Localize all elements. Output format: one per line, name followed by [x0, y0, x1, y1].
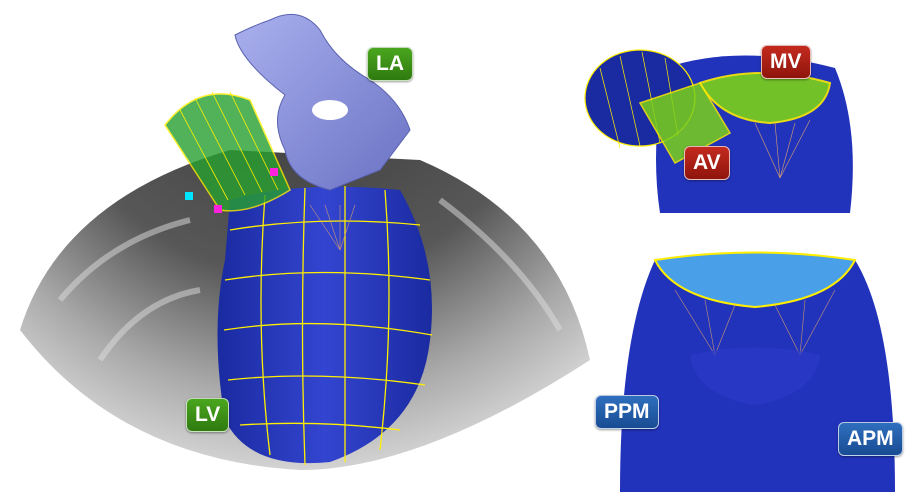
la-label: LA	[367, 47, 413, 81]
lv-label: LV	[186, 398, 229, 432]
mv-label: MV	[761, 45, 811, 79]
la-opening	[312, 100, 348, 120]
ppm-label: PPM	[595, 395, 659, 429]
valve-closeup-view: MV AV	[580, 28, 870, 218]
apm-label: APM	[838, 422, 903, 456]
av-label: AV	[684, 146, 730, 180]
valve-closeup-render	[580, 28, 870, 218]
heart-model-render	[0, 0, 600, 492]
main-heart-view: LA LV	[0, 0, 600, 492]
papillary-view: PPM APM	[595, 245, 915, 492]
